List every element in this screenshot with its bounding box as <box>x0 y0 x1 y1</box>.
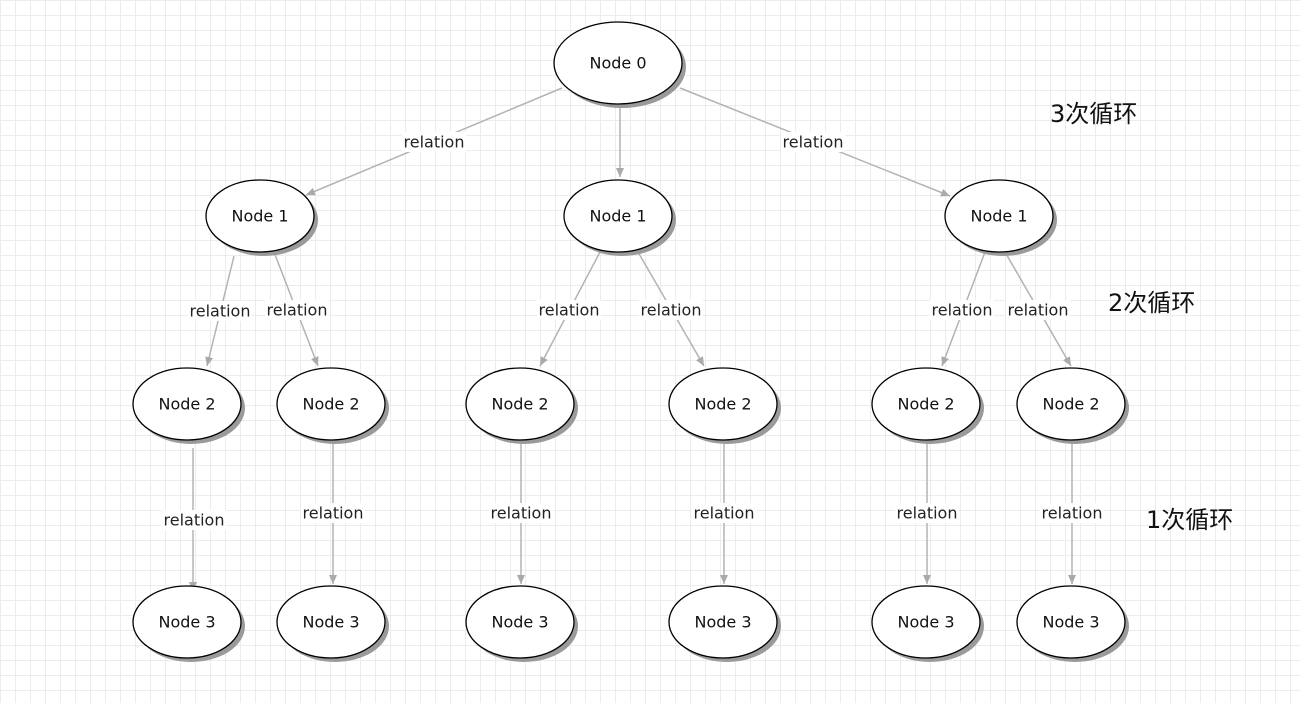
edge-label-relation: relation <box>783 133 844 152</box>
loop-count-label: 3次循环 <box>1050 100 1137 128</box>
node-n2c[interactable]: Node 2 <box>465 367 578 444</box>
edge-label-bg <box>639 300 703 320</box>
edge-label-relation: relation <box>641 301 702 320</box>
node-n1b[interactable]: Node 1 <box>563 179 676 256</box>
node-ellipse <box>1016 367 1126 441</box>
edge-label-relation: relation <box>932 301 993 320</box>
node-n3a[interactable]: Node 3 <box>132 585 245 662</box>
node-label: Node 3 <box>1042 613 1099 632</box>
node-ellipse <box>1016 585 1126 659</box>
edge-label-bg <box>489 503 553 523</box>
node-label: Node 0 <box>589 54 646 73</box>
node-n1a[interactable]: Node 1 <box>205 179 318 256</box>
node-ellipse <box>276 367 386 441</box>
node-label: Node 2 <box>1042 395 1099 414</box>
edge-label-bg <box>1040 503 1104 523</box>
node-label: Node 2 <box>694 395 751 414</box>
node-n3f[interactable]: Node 3 <box>1016 585 1129 662</box>
node-label: Node 1 <box>589 207 646 226</box>
loop-count-label: 2次循环 <box>1108 289 1195 317</box>
edge-label-bg <box>402 132 466 152</box>
edge-label-relation: relation <box>897 504 958 523</box>
node-label: Node 2 <box>302 395 359 414</box>
node-label: Node 2 <box>491 395 548 414</box>
node-ellipse <box>668 585 778 659</box>
node-ellipse <box>944 179 1054 253</box>
edge-label-relation: relation <box>539 301 600 320</box>
node-ellipse <box>132 367 242 441</box>
node-ellipse <box>205 179 315 253</box>
node-n3d[interactable]: Node 3 <box>668 585 781 662</box>
edge-label-relation: relation <box>164 511 225 530</box>
node-label: Node 2 <box>897 395 954 414</box>
node-n2f[interactable]: Node 2 <box>1016 367 1129 444</box>
node-ellipse <box>465 367 575 441</box>
node-label: Node 1 <box>231 207 288 226</box>
edge-label-bg <box>301 503 365 523</box>
node-label: Node 1 <box>970 207 1027 226</box>
node-label: Node 3 <box>694 613 751 632</box>
node-n3b[interactable]: Node 3 <box>276 585 389 662</box>
node-n0[interactable]: Node 0 <box>553 21 686 108</box>
edge-label-relation: relation <box>267 301 328 320</box>
edge-label-relation: relation <box>404 133 465 152</box>
node-ellipse <box>465 585 575 659</box>
edge-label-bg <box>1006 300 1070 320</box>
edge-label-relation: relation <box>1042 504 1103 523</box>
edge-label-relation: relation <box>303 504 364 523</box>
edge-label-bg <box>537 300 601 320</box>
node-ellipse <box>553 21 683 105</box>
node-label: Node 3 <box>491 613 548 632</box>
edge-label-bg <box>162 510 226 530</box>
node-n2e[interactable]: Node 2 <box>871 367 984 444</box>
loop-count-label: 1次循环 <box>1146 506 1233 534</box>
node-ellipse <box>563 179 673 253</box>
node-ellipse <box>276 585 386 659</box>
edge-label-bg <box>781 132 845 152</box>
node-n2d[interactable]: Node 2 <box>668 367 781 444</box>
node-ellipse <box>871 585 981 659</box>
edge-label-relation: relation <box>190 302 251 321</box>
edge-label-bg <box>930 300 994 320</box>
node-ellipse <box>871 367 981 441</box>
node-label: Node 3 <box>302 613 359 632</box>
edge-label-relation: relation <box>491 504 552 523</box>
node-ellipse <box>132 585 242 659</box>
edge-label-bg <box>692 503 756 523</box>
edge-label-bg <box>895 503 959 523</box>
node-label: Node 3 <box>897 613 954 632</box>
edge-label-relation: relation <box>1008 301 1069 320</box>
edge-label-bg <box>188 301 252 321</box>
edge-label-relation: relation <box>694 504 755 523</box>
edge-label-bg <box>265 300 329 320</box>
node-label: Node 2 <box>158 395 215 414</box>
node-label: Node 3 <box>158 613 215 632</box>
node-n3c[interactable]: Node 3 <box>465 585 578 662</box>
node-n2b[interactable]: Node 2 <box>276 367 389 444</box>
node-ellipse <box>668 367 778 441</box>
node-n1c[interactable]: Node 1 <box>944 179 1057 256</box>
node-n3e[interactable]: Node 3 <box>871 585 984 662</box>
node-n2a[interactable]: Node 2 <box>132 367 245 444</box>
